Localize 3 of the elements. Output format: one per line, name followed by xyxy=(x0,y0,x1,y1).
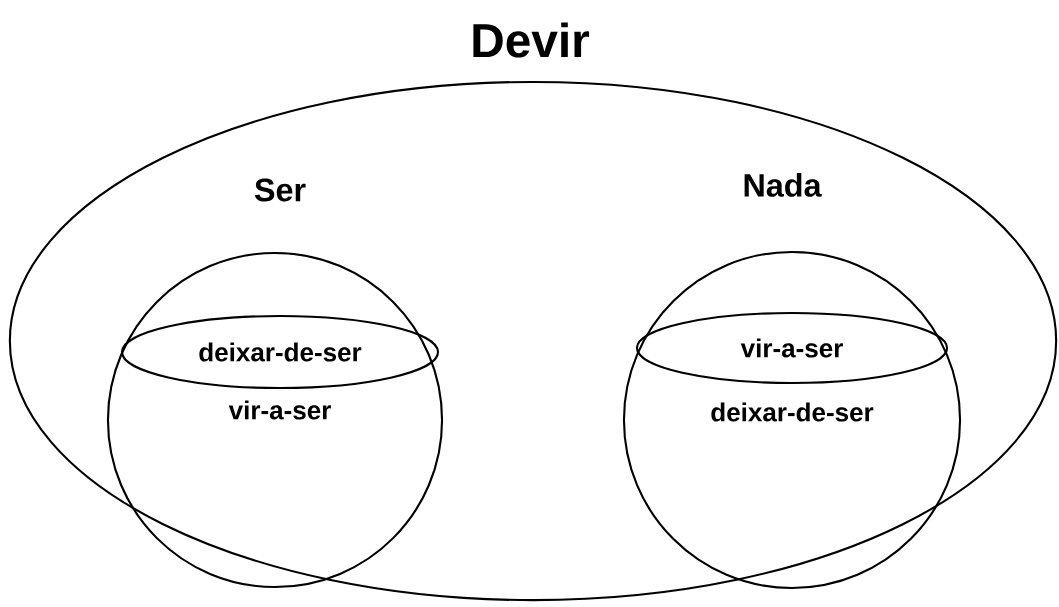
node-label: Nada xyxy=(744,173,822,197)
node-label: Ser xyxy=(254,178,306,202)
node-label: Devir xyxy=(473,22,590,58)
